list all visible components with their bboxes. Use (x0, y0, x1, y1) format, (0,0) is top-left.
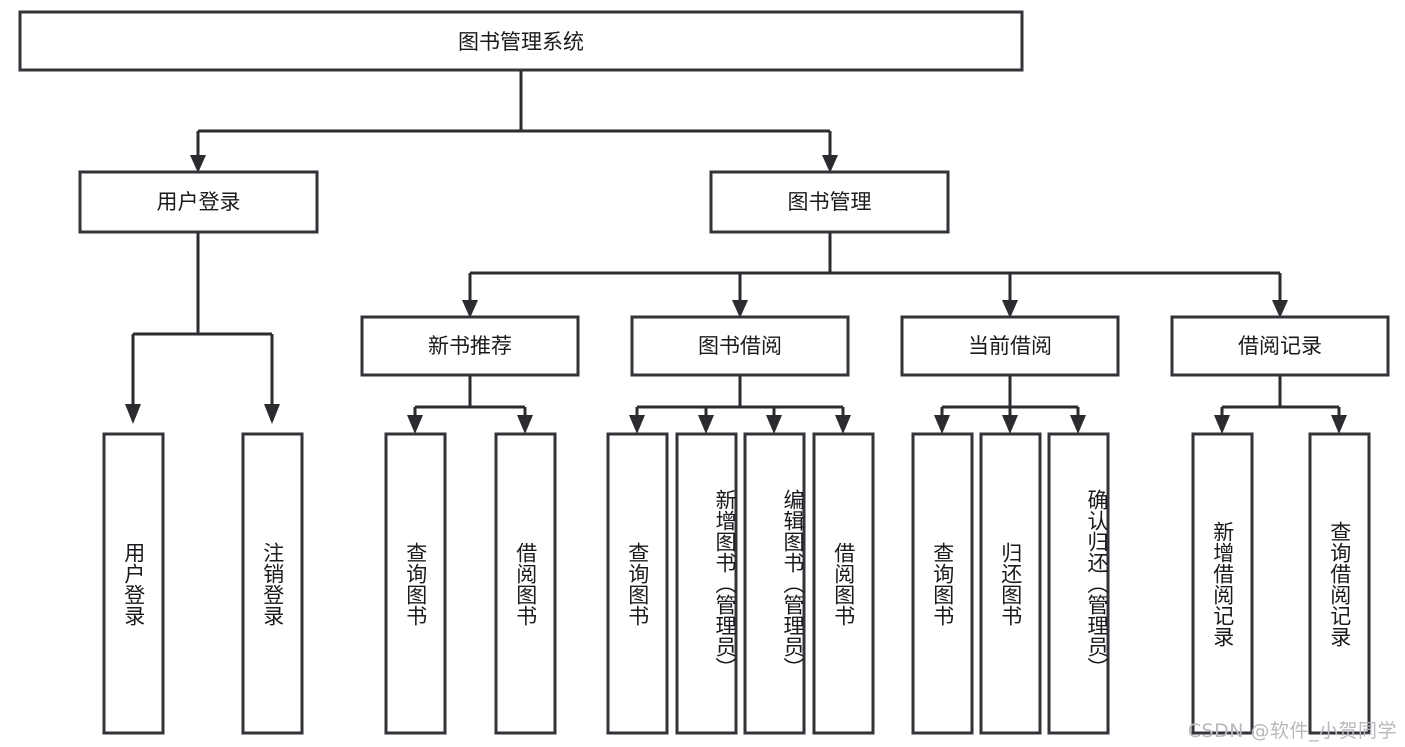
leaf-box-book-borrow-3[interactable] (743, 432, 806, 735)
leaf-box-new-book-1[interactable] (384, 432, 447, 735)
arrow-head-l3-4 (1272, 300, 1288, 318)
arrow-head-leaf-j2 (698, 415, 714, 434)
arrow-head-leaf-j4 (835, 415, 851, 434)
arrow-head-user-login (190, 155, 206, 173)
arrow-head-leaf-d3 (1070, 415, 1086, 434)
leaf-box-current-borrow-1[interactable] (911, 432, 974, 735)
arrow-head-leaf-r1 (1214, 415, 1230, 434)
arrow-head-leaf-x1 (407, 415, 423, 434)
arrow-head-leaf-u1 (125, 404, 141, 424)
node-user-login-box[interactable] (78, 170, 319, 234)
leaf-box-current-borrow-3[interactable] (1047, 432, 1110, 735)
leaf-box-user-login-1[interactable] (102, 432, 165, 735)
leaf-box-current-borrow-2[interactable] (979, 432, 1042, 735)
arrow-head-leaf-r2 (1331, 415, 1347, 434)
node-book-management-label: 图书管理 (788, 190, 872, 214)
node-book-management-box[interactable] (709, 170, 950, 234)
node-user-login-label: 用户登录 (157, 190, 241, 214)
arrow-head-leaf-u2 (264, 404, 280, 424)
leaf-box-book-borrow-4[interactable] (812, 432, 875, 735)
node-root-box[interactable] (18, 10, 1024, 72)
arrow-head-l3-2 (732, 300, 748, 318)
arrow-head-leaf-d1 (934, 415, 950, 434)
leaf-box-new-book-2[interactable] (494, 432, 557, 735)
node-borrow-record-label: 借阅记录 (1238, 334, 1322, 358)
node-book-borrow-box[interactable] (630, 315, 850, 377)
arrow-head-leaf-j3 (766, 415, 782, 434)
leaf-box-book-borrow-1[interactable] (606, 432, 669, 735)
arrow-head-l3-3 (1002, 300, 1018, 318)
leaf-box-borrow-record-2[interactable] (1308, 432, 1371, 735)
arrow-head-leaf-d2 (1002, 415, 1018, 434)
node-new-book-recommend-label: 新书推荐 (428, 334, 512, 358)
arrow-head-l3-1 (462, 300, 478, 318)
csdn-watermark: CSDN @软件_小贺同学 (1187, 720, 1397, 742)
leaf-box-borrow-record-1[interactable] (1191, 432, 1254, 735)
node-borrow-record-box[interactable] (1170, 315, 1390, 377)
node-root-label: 图书管理系统 (458, 30, 584, 54)
leaf-box-user-login-2[interactable] (241, 432, 304, 735)
arrow-head-leaf-x2 (517, 415, 533, 434)
node-new-book-recommend-box[interactable] (360, 315, 580, 377)
node-current-borrow-box[interactable] (900, 315, 1120, 377)
leaf-box-book-borrow-2[interactable] (675, 432, 738, 735)
node-current-borrow-label: 当前借阅 (968, 334, 1052, 358)
arrow-head-book-mgmt (822, 155, 838, 173)
node-book-borrow-label: 图书借阅 (698, 334, 782, 358)
arrow-head-leaf-j1 (629, 415, 645, 434)
